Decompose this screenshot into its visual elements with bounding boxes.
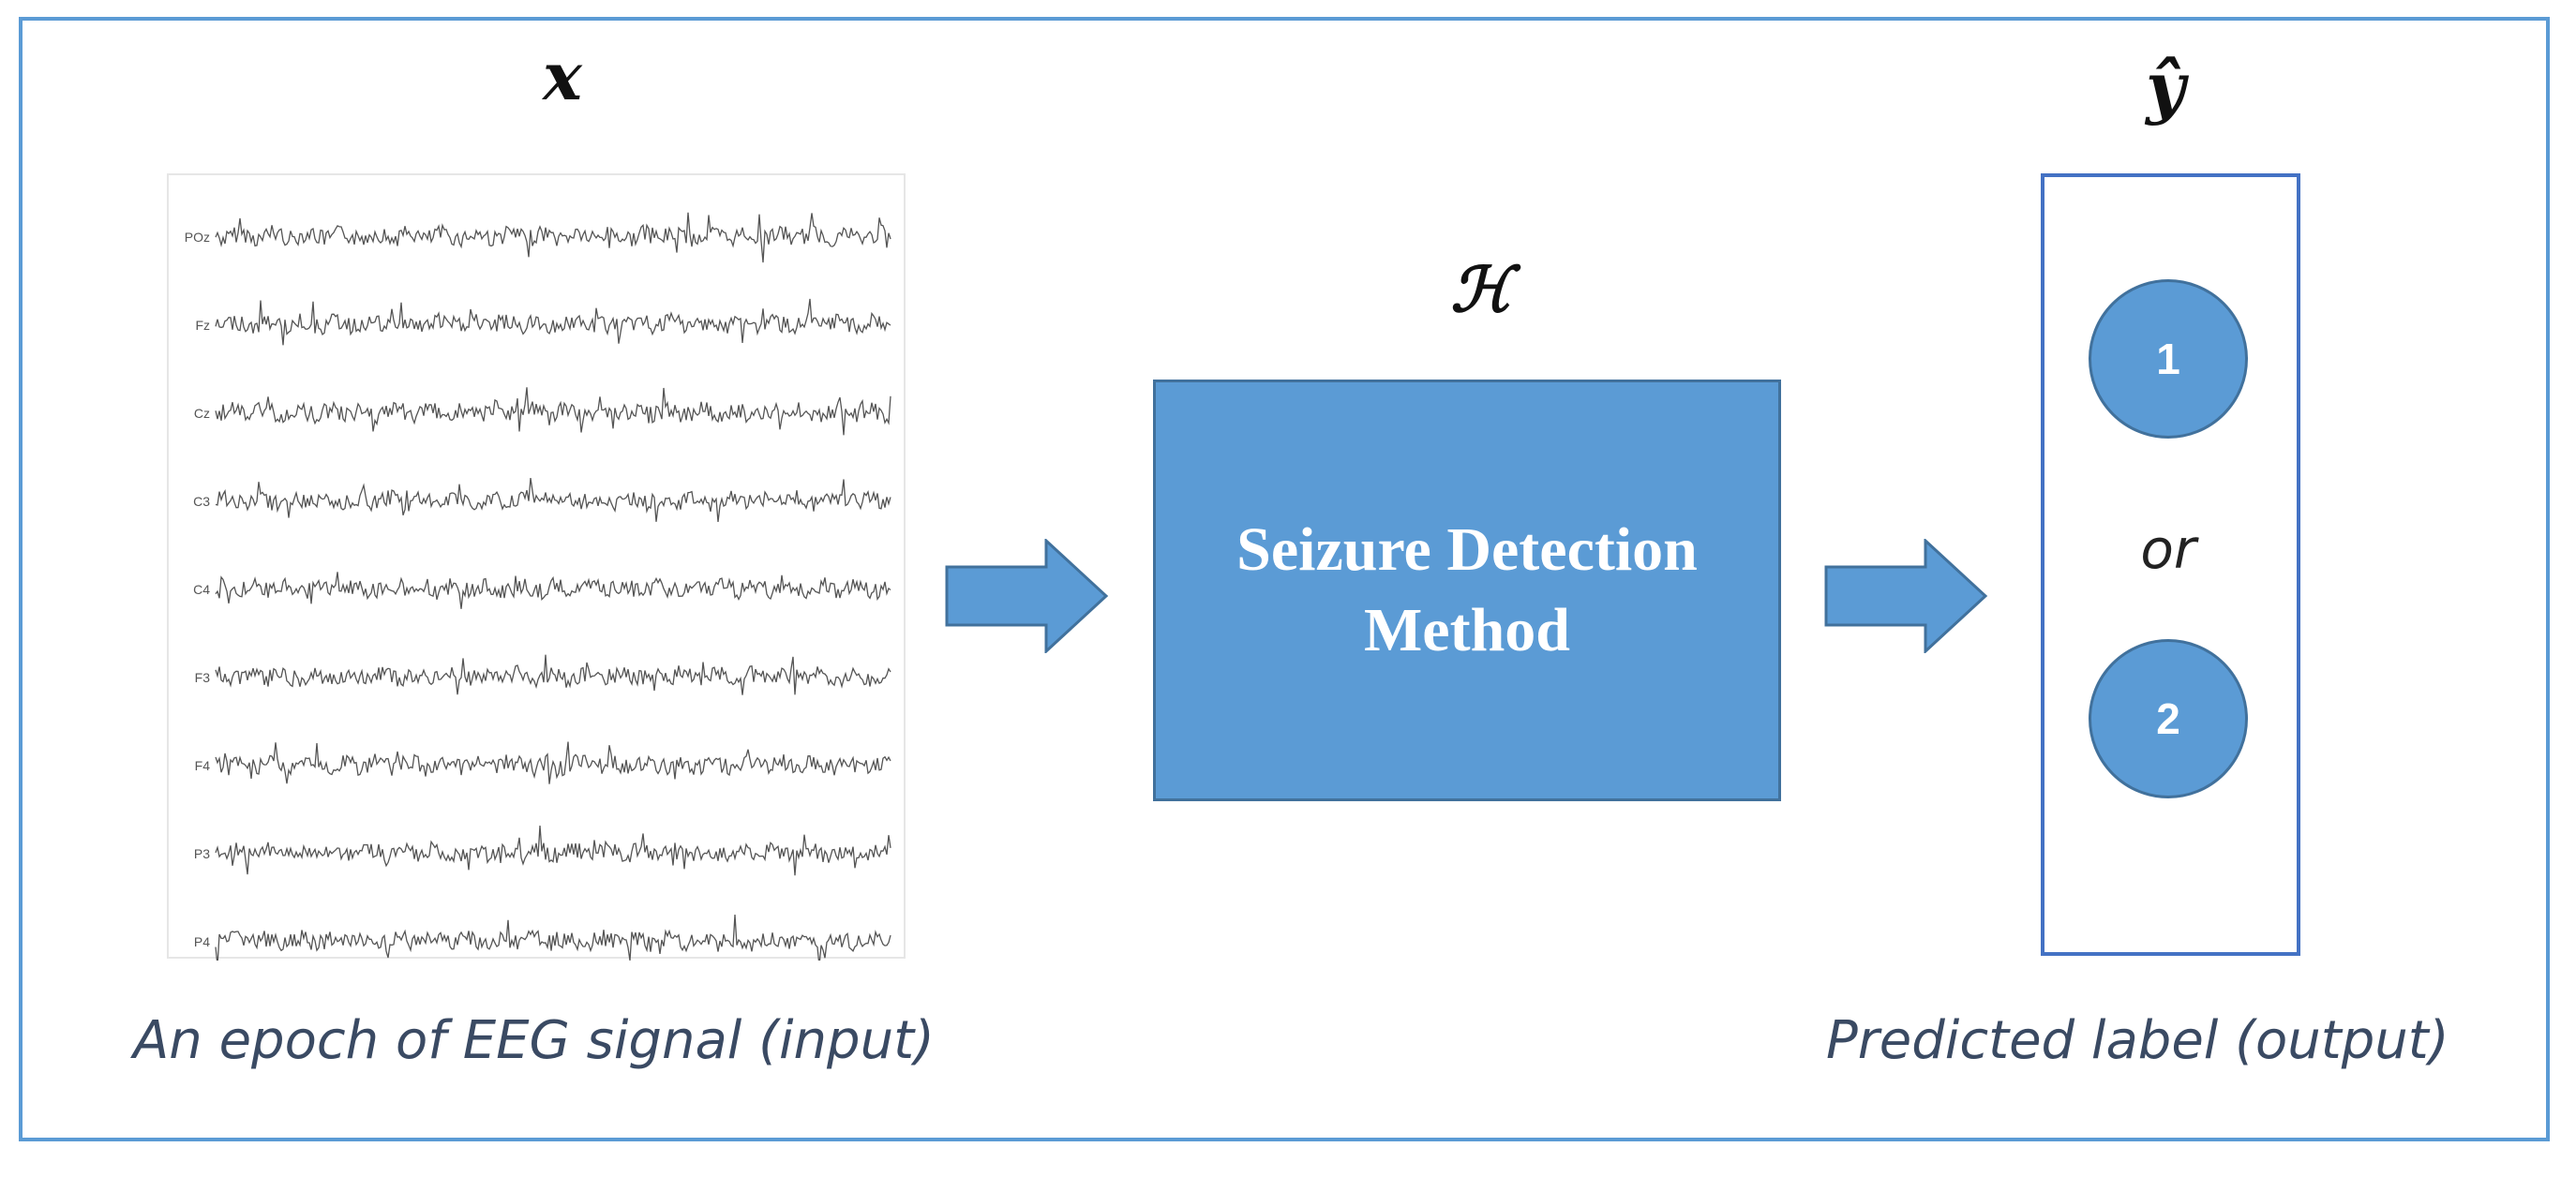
eeg-channel-label: P3 — [194, 846, 210, 861]
eeg-channel-label: F3 — [195, 670, 211, 685]
eeg-channel-label: F4 — [195, 758, 211, 773]
eeg-trace — [215, 298, 891, 346]
or-separator: or — [2140, 517, 2196, 581]
eeg-channel-label: POz — [185, 230, 210, 245]
eeg-channel-label: P4 — [194, 934, 210, 949]
label-option-2: 2 — [2089, 639, 2248, 798]
label-option-1: 1 — [2089, 279, 2248, 439]
eeg-trace — [215, 825, 891, 876]
eeg-channel-label: Fz — [195, 318, 210, 333]
eeg-trace — [215, 212, 891, 263]
method-symbol: ℋ — [1450, 253, 1512, 326]
arrow-right-icon — [1824, 539, 1988, 653]
output-caption: Predicted label (output) — [1826, 1010, 2449, 1071]
eeg-channel-label: Cz — [194, 406, 210, 421]
input-caption: An epoch of EEG signal (input) — [133, 1010, 935, 1071]
eeg-channel-label: C4 — [193, 582, 210, 597]
seizure-detection-method-box: Seizure Detection Method — [1153, 380, 1781, 801]
eeg-trace — [215, 914, 891, 961]
eeg-trace — [215, 387, 891, 436]
arrow-right-icon — [945, 539, 1109, 653]
eeg-trace — [215, 478, 891, 522]
output-symbol: ŷ — [2146, 47, 2185, 127]
eeg-channel-label: C3 — [193, 494, 210, 509]
method-label-line1: Seizure Detection — [1236, 515, 1698, 585]
diagram-frame — [19, 17, 2550, 1141]
eeg-trace — [215, 572, 891, 609]
eeg-trace — [215, 741, 891, 784]
input-symbol: x — [543, 37, 582, 115]
eeg-trace — [215, 654, 891, 695]
method-label-line2: Method — [1364, 596, 1570, 664]
